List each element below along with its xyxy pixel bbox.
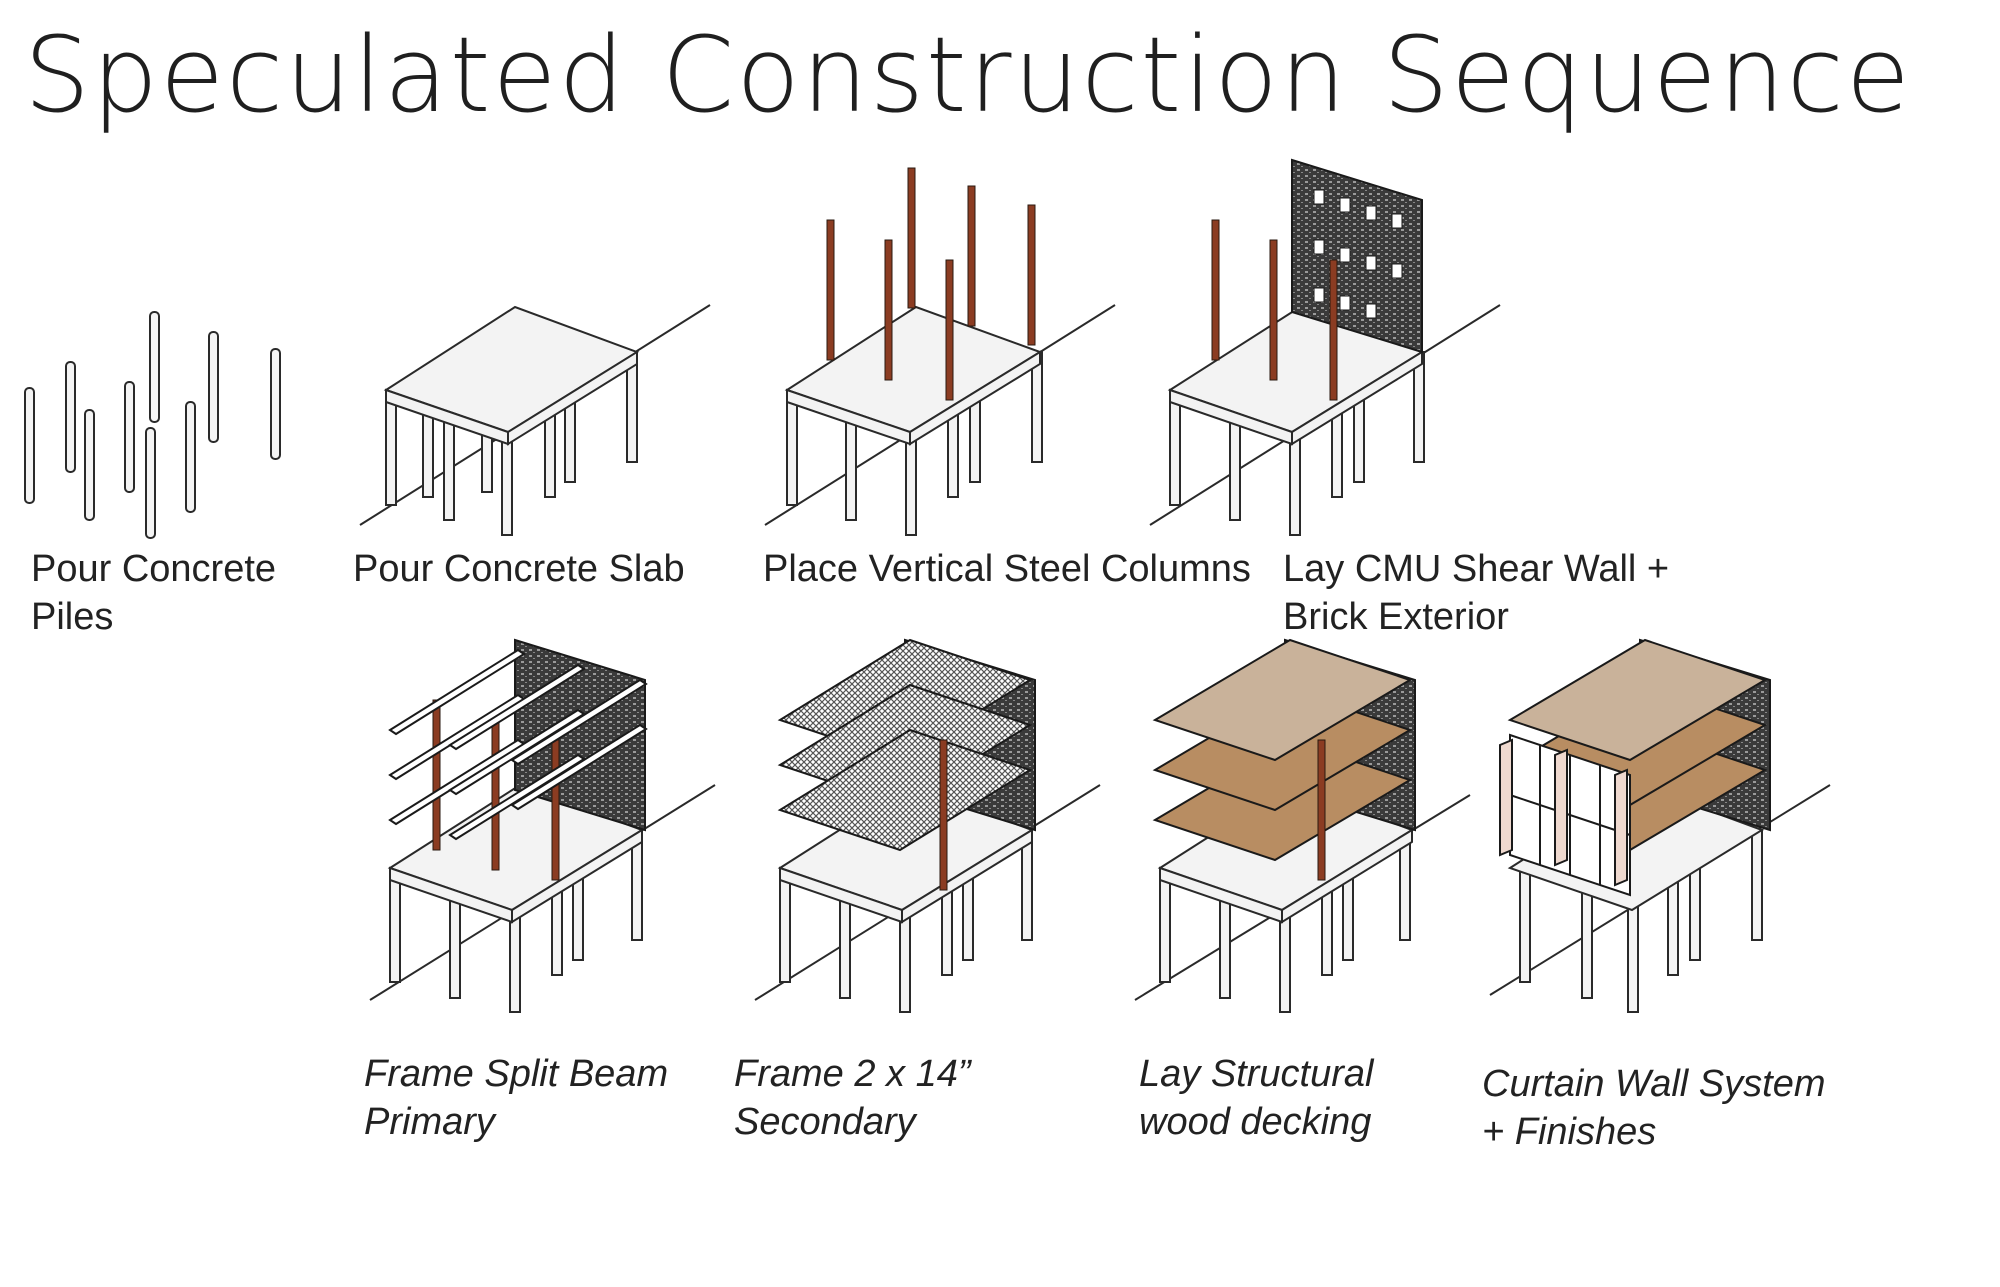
pile xyxy=(1159,871,1171,983)
slab-front xyxy=(1291,350,1423,446)
pile xyxy=(65,361,76,473)
slab-front xyxy=(909,350,1041,446)
pile xyxy=(1519,871,1531,983)
steel-column xyxy=(1027,204,1036,346)
slab-front xyxy=(1281,828,1413,924)
steel-column xyxy=(1329,259,1338,401)
window-opening xyxy=(1339,197,1351,213)
pile xyxy=(422,414,434,498)
window-opening xyxy=(1365,205,1377,221)
window-opening xyxy=(1391,213,1403,229)
page-title: Speculated Construction Sequence xyxy=(24,14,1912,136)
pile xyxy=(389,871,401,983)
split-beam xyxy=(388,648,526,736)
window-opening xyxy=(1365,255,1377,271)
step-label: Place Vertical Steel Columns xyxy=(763,548,1251,590)
pile xyxy=(443,409,455,521)
slab-front xyxy=(901,828,1033,924)
step-label: Frame 2 x 14” Secondary xyxy=(734,1053,971,1143)
window-opening xyxy=(1313,189,1325,205)
pile xyxy=(24,387,35,504)
window-opening xyxy=(1313,287,1325,303)
finish-panel xyxy=(1554,748,1568,867)
step-label: Pour Concrete Piles xyxy=(31,548,277,638)
window-opening xyxy=(1339,295,1351,311)
step-label: Curtain Wall System + Finishes xyxy=(1482,1063,1826,1153)
joist-layer xyxy=(777,728,1033,852)
pile xyxy=(779,871,791,983)
step-3-columns xyxy=(764,167,1116,536)
pile xyxy=(786,394,798,506)
pile xyxy=(208,331,219,443)
step-7-wood-decking xyxy=(1134,638,1471,1013)
pile xyxy=(84,409,95,521)
steel-column xyxy=(432,699,441,851)
slab-front xyxy=(511,828,643,924)
window-opening xyxy=(1391,263,1403,279)
steel-column xyxy=(907,167,916,309)
split-beam xyxy=(448,663,586,751)
window-opening xyxy=(1365,303,1377,319)
deck-top xyxy=(1152,638,1413,762)
steel-column xyxy=(1211,219,1220,361)
split-beam xyxy=(510,678,648,766)
pile xyxy=(1751,829,1763,941)
steel-column xyxy=(551,739,560,881)
step-2-slab xyxy=(359,304,711,536)
cmu-wall xyxy=(1291,158,1423,354)
steel-column xyxy=(1269,239,1278,381)
step-8-curtain-wall xyxy=(1489,638,1831,1013)
pile xyxy=(385,394,397,506)
pile xyxy=(145,427,156,539)
steel-column xyxy=(826,219,835,361)
finish-panel xyxy=(1499,738,1513,857)
pile xyxy=(845,409,857,521)
split-beam xyxy=(510,723,648,811)
pile xyxy=(124,381,135,493)
step-6-secondary-joists xyxy=(754,638,1101,1013)
pile xyxy=(1169,394,1181,506)
slab-front xyxy=(507,350,638,446)
step-label: Frame Split Beam Primary xyxy=(364,1053,669,1143)
transom xyxy=(1509,794,1631,836)
finish-panel xyxy=(1614,768,1628,887)
pile xyxy=(1581,887,1593,999)
pile xyxy=(149,311,160,423)
step-label: Lay Structural wood decking xyxy=(1139,1053,1374,1143)
step-label: Lay CMU Shear Wall + Brick Exterior xyxy=(1283,548,1670,638)
steel-column xyxy=(1317,739,1326,881)
window-opening xyxy=(1313,239,1325,255)
split-beam xyxy=(388,693,526,781)
pile xyxy=(185,401,196,513)
pile xyxy=(1667,879,1679,976)
steel-column xyxy=(884,239,893,381)
pile xyxy=(270,348,281,460)
window-opening xyxy=(1339,247,1351,263)
step-5-primary-beams xyxy=(369,638,716,1013)
step-label: Pour Concrete Slab xyxy=(353,548,685,590)
deck-top xyxy=(1507,638,1768,762)
pile xyxy=(1627,901,1639,1013)
step-1-piles xyxy=(24,311,281,539)
steel-column xyxy=(939,739,948,891)
step-4-shear-wall xyxy=(1149,158,1501,536)
steel-column xyxy=(491,719,500,871)
steel-column xyxy=(945,259,954,401)
steel-column xyxy=(967,185,976,327)
